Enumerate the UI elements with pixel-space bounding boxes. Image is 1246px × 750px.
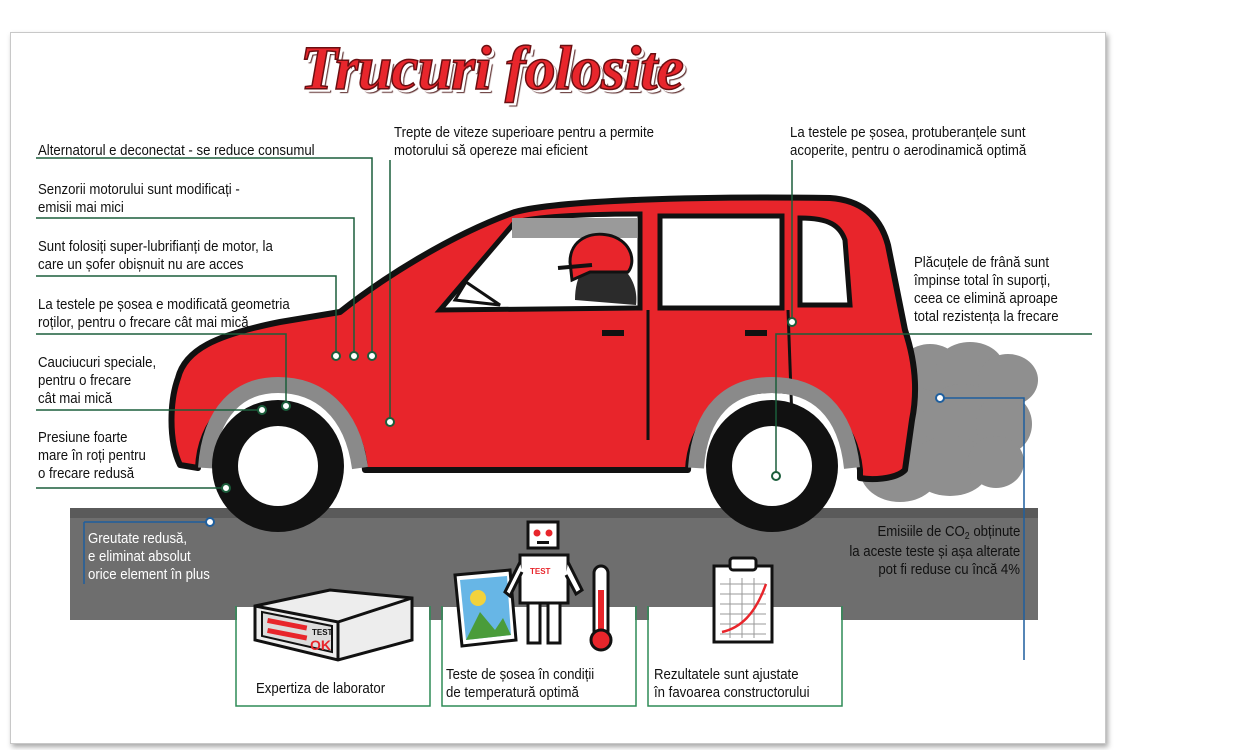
page-title: Trucuri folosite [299,34,685,104]
front-wheel-icon [212,400,344,532]
label-emissions-line3: pot fi reduse cu încă 4% [878,561,1020,578]
label-sensors-line2: emisii mai mici [38,199,124,216]
car-illustration [168,194,919,532]
lab-test-device-icon: TEST OK [253,588,414,662]
label-tires-line3: cât mai mică [38,390,113,407]
label-pressure-line2: mare în roți pentru [38,447,146,464]
label-weight-line3: orice element în plus [88,566,210,583]
label-brakes-line3: ceea ce elimină aproape [914,290,1058,307]
robot-badge: TEST [530,567,551,576]
panel-lab-caption: Expertiza de laborator [256,680,386,697]
label-sensors-line1: Senzorii motorului sunt modificați - [38,181,240,198]
blue-lines [83,397,1025,660]
label-lubricants-line1: Sunt folosiți super-lubrifianți de motor… [38,238,273,255]
device-test-label: TEST [312,628,333,637]
emissions-subscript: 2 [964,531,970,542]
label-gears-line1: Trepte de viteze superioare pentru a per… [394,124,654,141]
label-tires-line2: pentru o frecare [38,372,132,389]
clipboard-chart-icon [712,556,774,644]
label-geometry-line1: La testele pe șosea e modificată geometr… [38,296,290,313]
leader-line-dots [221,317,797,493]
thermometer-icon [589,564,613,652]
label-alternator: Alternatorul e deconectat - se reduce co… [38,142,315,159]
label-emissions-line2: la aceste teste și așa alterate [849,543,1020,560]
label-tires-line1: Cauciucuri speciale, [38,354,157,371]
driver-icon [452,232,637,307]
panel-results-caption-line2: în favoarea constructorului [654,684,810,701]
label-brakes-line1: Plăcuțele de frână sunt [914,254,1050,271]
label-brakes-line2: împinse total în suporți, [914,272,1051,289]
panel-road-caption-line1: Teste de șosea în condiții [446,666,595,683]
panel-results-caption-line1: Rezultatele sunt ajustate [654,666,799,683]
label-gears-line2: motorului să opereze mai eficient [394,142,588,159]
robot-icon: TEST [503,520,584,645]
emissions-suffix: obținute [969,523,1020,540]
panel-road-caption-line2: de temperatură optimă [446,684,579,701]
label-brakes-line4: total rezistența la frecare [914,308,1059,325]
label-pressure-line3: o frecare redusă [38,465,135,482]
label-aero-line2: acoperite, pentru o aerodinamică optimă [790,142,1027,159]
label-weight-line1: Greutate redusă, [88,530,188,547]
label-emissions-line1: Emisiile de CO2 obținute [877,523,1020,545]
emissions-prefix: Emisiile de CO [877,523,965,540]
device-ok-label: OK [310,637,331,653]
label-geometry-line2: roților, pentru o frecare cât mai mică [38,314,249,331]
rear-wheel-icon [706,400,838,532]
label-weight-line2: e eliminat absolut [88,548,191,565]
landscape-picture-icon [453,568,518,648]
label-lubricants-line2: care un șofer obișnuit nu are acces [38,256,244,273]
leader-lines [36,157,1092,489]
label-pressure-line1: Presiune foarte [38,429,128,446]
label-aero-line1: La testele pe șosea, protuberanțele sunt [790,124,1026,141]
